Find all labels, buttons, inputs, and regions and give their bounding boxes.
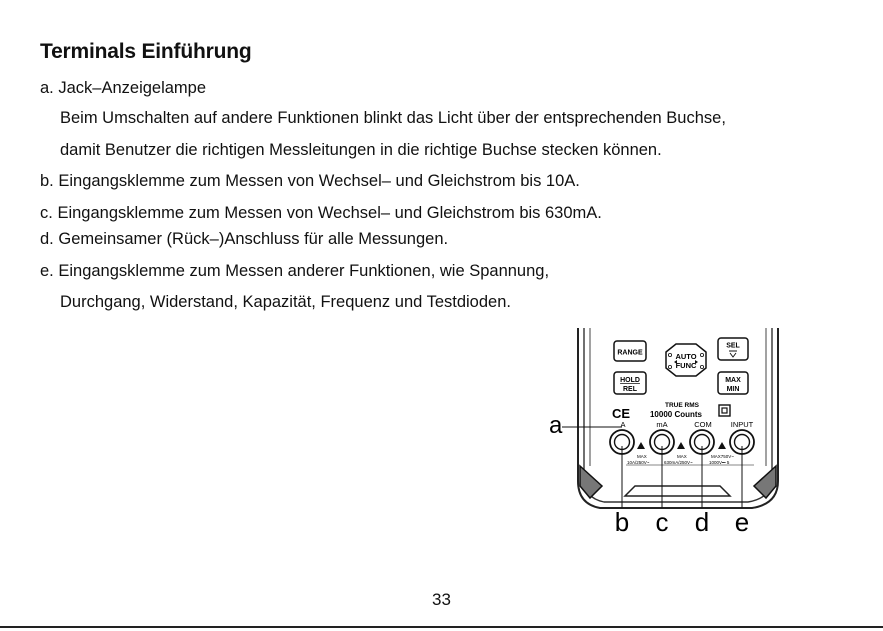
item-a-desc-2: damit Benutzer die richtigen Messleitung… [60,141,662,159]
jack-a [609,429,635,455]
callout-e: e [735,507,749,537]
min-label: MIN [727,386,740,393]
double-insulation-inner-icon [721,407,728,414]
rating-input-value: 1000V⎓ 5 [709,460,730,465]
left-arrow-icon [674,360,677,364]
hold-label: HOLD [620,377,640,384]
jack-a-label: A [620,420,625,429]
max-min-button [717,371,749,395]
bumper-right [752,464,777,500]
rating-a-max: MAX [637,454,647,459]
sel-button [717,337,749,361]
item-a-text: Jack–Anzeigelampe [58,79,207,97]
auto-func-button [665,343,707,377]
item-c: c. Eingangsklemme zum Messen von Wechsel… [40,203,602,223]
func-label: FUNC [676,361,697,370]
range-button-label: RANGE [617,350,643,357]
device-stand [623,485,732,497]
item-b-label: b. [40,172,54,190]
jack-ma [649,429,675,455]
footer-rule [0,626,883,628]
jack-ma-label: mA [656,420,667,429]
item-c-label: c. [40,204,53,222]
item-a-label: a. [40,79,54,97]
callout-d: d [695,507,709,537]
true-rms-label: TRUE RMS [665,402,700,409]
ce-mark: CE [612,406,630,421]
rating-ma-value: 630mA/250V~ [664,460,693,465]
max-label: MAX [725,377,741,384]
device-body-outline [577,328,779,509]
hold-rel-button [613,371,647,395]
item-d-text: Gemeinsamer (Rück–)Anschluss für alle Me… [58,230,449,248]
right-arrow-icon [695,360,698,364]
callout-c: c [656,507,669,537]
item-e-desc: Durchgang, Widerstand, Kapazität, Freque… [60,293,511,311]
item-b-text: Eingangsklemme zum Messen von Wechsel– u… [58,172,580,190]
callout-a: a [549,412,563,439]
item-e-label: e. [40,262,54,280]
item-e: e. Eingangsklemme zum Messen anderer Fun… [40,261,549,281]
item-a: a. Jack–Anzeigelampe [40,78,206,98]
indicator-dot [667,365,672,370]
warning-icon [718,442,726,449]
backlight-icon [729,350,737,358]
rel-label: REL [623,386,638,393]
rating-ma-max: MAX [677,454,687,459]
jack-com [689,429,715,455]
jack-com-label: COM [694,420,712,429]
indicator-dot [699,365,704,370]
item-d-label: d. [40,230,54,248]
rating-a-value: 10A/250V~ [627,460,650,465]
item-d: d. Gemeinsamer (Rück–)Anschluss für alle… [40,229,448,249]
indicator-dot [667,352,672,357]
page-title: Terminals Einführung [40,40,252,63]
warning-icon [677,442,685,449]
auto-label: AUTO [675,352,696,361]
range-button [613,340,647,362]
callout-b: b [615,507,629,537]
item-b: b. Eingangsklemme zum Messen von Wechsel… [40,171,580,191]
jack-input-label: INPUT [731,420,754,429]
indicator-dot [699,352,704,357]
item-c-text: Eingangsklemme zum Messen von Wechsel– u… [57,204,602,222]
item-a-desc-1: Beim Umschalten auf andere Funktionen bl… [60,109,726,127]
warning-icon [637,442,645,449]
bumper-left [579,464,604,500]
item-e-text: Eingangsklemme zum Messen anderer Funkti… [58,262,550,280]
sel-label: SEL [726,343,740,350]
page-number: 33 [432,590,451,609]
double-insulation-icon [718,404,731,417]
rating-input-max: MAX750V~ [711,454,734,459]
counts-label: 10000 Counts [650,410,703,419]
multimeter-terminal-diagram: RANGE HOLD REL AUTO FUNC SEL MAX MIN TRU… [549,328,779,537]
jack-input [729,429,755,455]
